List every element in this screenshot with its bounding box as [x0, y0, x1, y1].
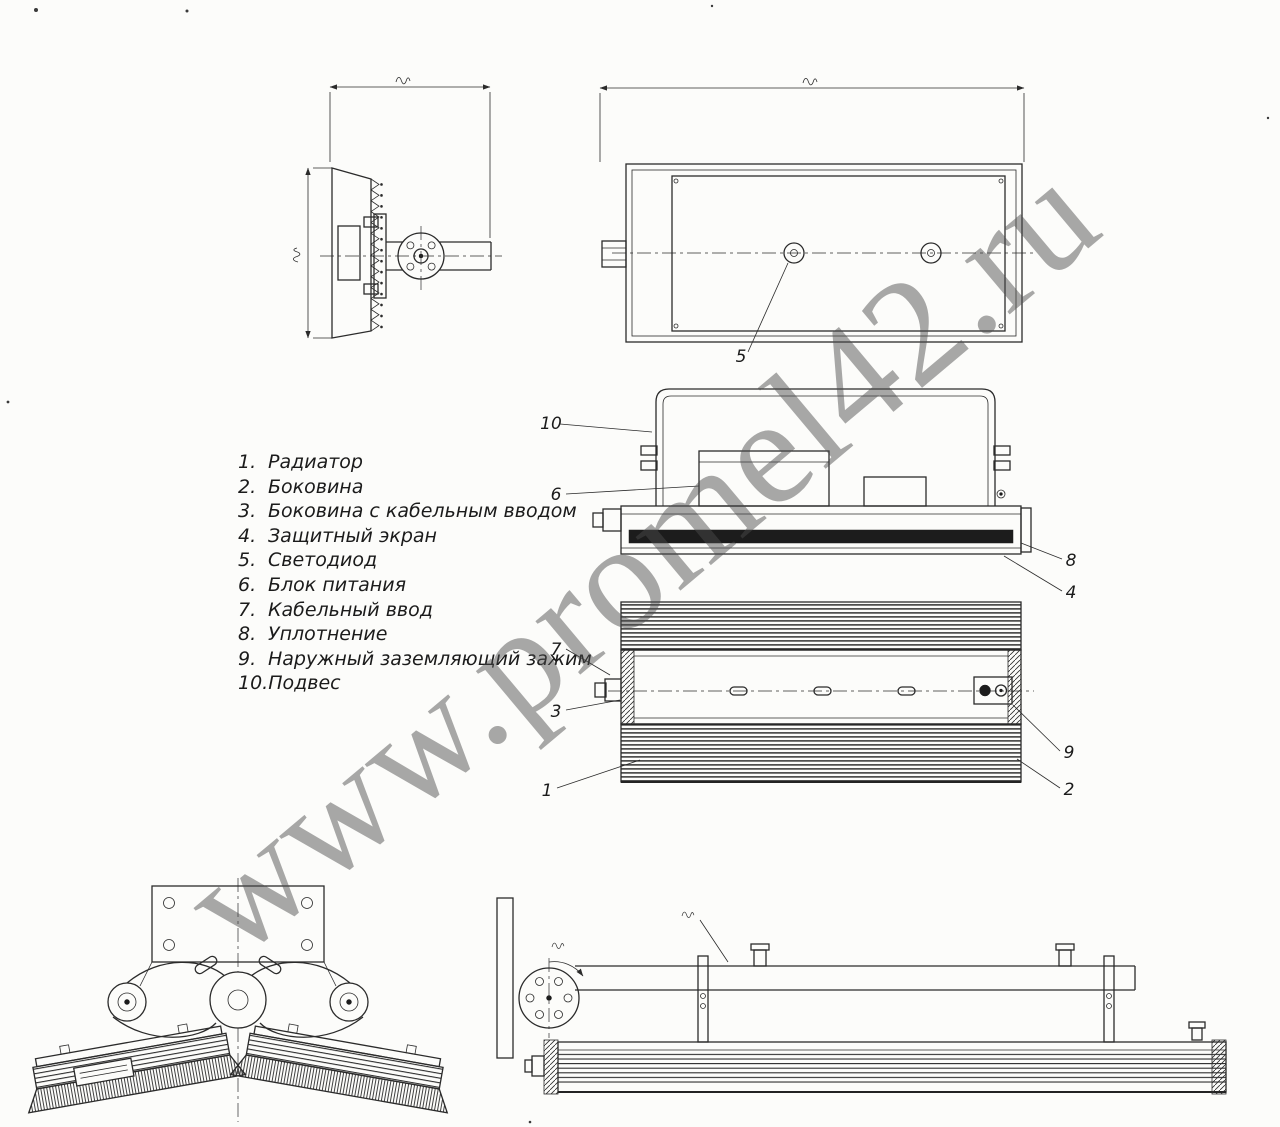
- part-number: 3.: [238, 500, 257, 523]
- suspension-hanger: [640, 388, 1011, 506]
- part-label: Светодиод: [268, 549, 378, 572]
- luminaire-side: [524, 1021, 1227, 1095]
- parts-list-item: 9. Наружный заземляющий зажим: [238, 647, 592, 672]
- part-label: Блок питания: [268, 573, 407, 596]
- part-label: Боковина с кабельным вводом: [268, 500, 577, 523]
- callout-suspension: 10: [540, 414, 562, 434]
- cover-panel: [671, 175, 1006, 332]
- cable-gland-top: [601, 240, 627, 268]
- callout-power-supply: 6: [551, 485, 562, 505]
- part-number: 10.: [238, 672, 269, 695]
- leader-suspension: [559, 423, 653, 433]
- tilt-yoke: [107, 955, 369, 1038]
- dimension-smudge: [551, 942, 565, 949]
- leader-arm-dim: [699, 919, 729, 963]
- parts-list-item: 7. Кабельный ввод: [238, 598, 592, 623]
- dimension-smudge: [802, 77, 818, 86]
- part-label: Подвес: [268, 672, 341, 695]
- radiator-profile: [331, 167, 383, 339]
- leader-side-panel-cable: [565, 699, 621, 711]
- mounting-bracket: [320, 213, 502, 299]
- side-view-radiator: 7 3 1 9 2: [542, 601, 1075, 801]
- dimension-smudge: [681, 911, 695, 918]
- callout-seal: 8: [1066, 551, 1077, 571]
- parts-list-item: 5. Светодиод: [238, 548, 592, 573]
- part-number: 8.: [238, 623, 257, 646]
- callout-protective-screen: 4: [1066, 583, 1077, 603]
- parts-list: 1. Радиатор 2. Боковина 3. Боковина с кабел…: [238, 450, 592, 696]
- part-label: Наружный заземляющий зажим: [268, 647, 592, 670]
- radiator-mid-section: [594, 649, 1034, 725]
- part-number: 4.: [238, 524, 257, 547]
- callout-led: 5: [736, 347, 747, 367]
- parts-list-item: 3. Боковина с кабельным вводом: [238, 499, 592, 524]
- cable-gland-side: [592, 508, 622, 532]
- part-number: 9.: [238, 647, 257, 670]
- part-number: 1.: [238, 451, 257, 473]
- protective-screen-band: [628, 529, 1014, 544]
- housing-body: [620, 489, 1032, 555]
- side-view-suspension: 10 6 8 4: [540, 388, 1077, 603]
- support-arm: [575, 911, 1136, 1043]
- part-number: 2.: [238, 475, 257, 498]
- left-luminaire: [27, 1023, 247, 1114]
- parts-list-item: 6. Блок питания: [238, 573, 592, 598]
- swivel-flange: [518, 942, 584, 1038]
- callout-side-panel-cable: 3: [551, 702, 562, 722]
- callout-radiator: 1: [542, 781, 553, 801]
- part-label: Боковина: [268, 475, 364, 498]
- front-view-twin: [27, 878, 449, 1122]
- leader-protective-screen: [1003, 555, 1063, 592]
- right-luminaire: [229, 1023, 449, 1114]
- part-number: 7.: [238, 598, 257, 621]
- end-view: [292, 76, 502, 339]
- leader-radiator: [556, 759, 641, 789]
- dimension-smudge: [395, 76, 411, 85]
- dimension-smudge: [292, 247, 301, 263]
- parts-list-item: 2. Боковина: [238, 475, 592, 500]
- radiator-top-fins: [620, 601, 1022, 651]
- led-holes: [783, 242, 942, 264]
- parts-list-item: 8. Уплотнение: [238, 622, 592, 647]
- leader-seal: [1020, 542, 1063, 560]
- part-label: Радиатор: [268, 451, 363, 473]
- part-label: Уплотнение: [268, 623, 388, 646]
- part-label: Кабельный ввод: [268, 598, 433, 621]
- part-label: Защитный экран: [268, 524, 437, 547]
- power-supply-block: [698, 450, 927, 507]
- scan-speckles: [6, 4, 1270, 1124]
- parts-list-item: 4. Защитный экран: [238, 524, 592, 549]
- mounting-plate: [139, 885, 337, 987]
- part-number: 6.: [238, 573, 257, 596]
- name-plate: [72, 1057, 135, 1087]
- callout-side-panel: 2: [1064, 780, 1075, 800]
- callout-cable-gland: 7: [551, 640, 562, 660]
- parts-list-item: 10.Подвес: [238, 671, 592, 696]
- cable-gland-front: [594, 678, 622, 702]
- top-view: 5: [599, 77, 1036, 367]
- callout-ground-clamp: 9: [1064, 743, 1075, 763]
- leader-side-panel: [1016, 758, 1061, 789]
- wall-mount-side-view: [496, 897, 1227, 1095]
- part-number: 5.: [238, 549, 257, 572]
- wall-post: [496, 897, 514, 1059]
- radiator-bottom-fins: [620, 723, 1022, 783]
- ground-clamp: [973, 676, 1013, 705]
- leader-cable-gland: [565, 648, 611, 676]
- leader-power-supply: [565, 485, 700, 495]
- parts-list-item: 1. Радиатор: [238, 450, 592, 475]
- leader-led: [747, 262, 789, 353]
- leader-ground-clamp: [1012, 704, 1061, 752]
